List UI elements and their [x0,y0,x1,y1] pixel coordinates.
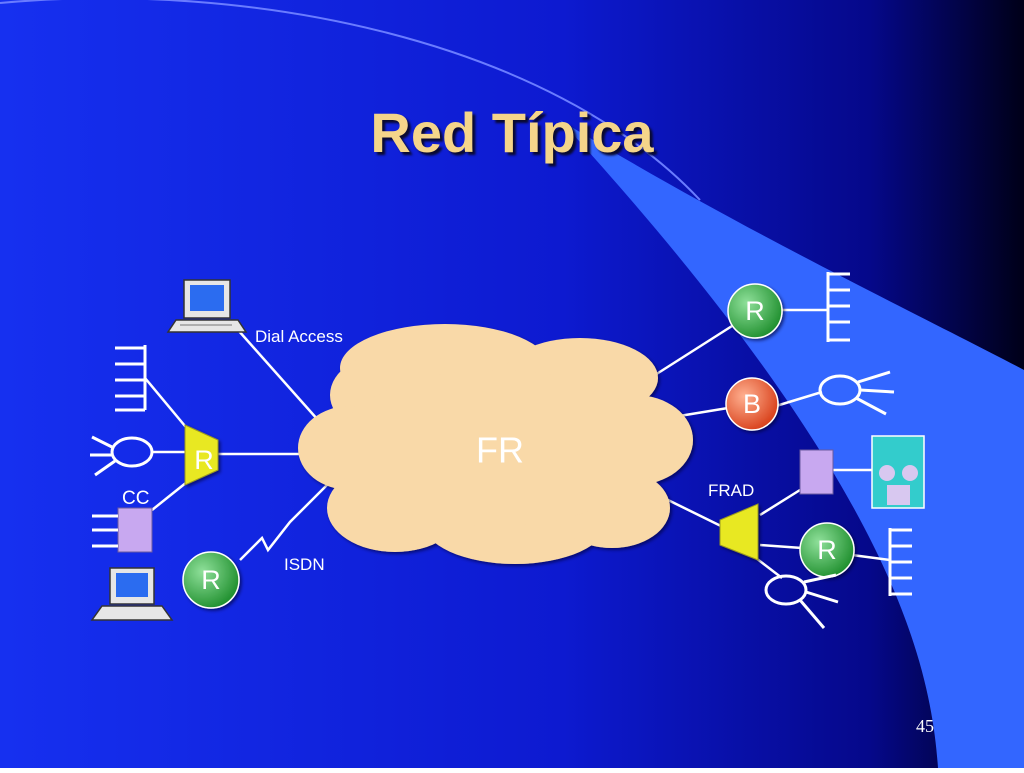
background-arc [0,0,701,201]
link-cloud-router-top-right [654,324,733,377]
dial-access-label: Dial Access [255,327,343,346]
cc-device-icon [117,507,153,553]
link-isdn [239,481,331,561]
link-frad-router [759,543,803,550]
lan-bus-icon [115,345,147,412]
page-number: 45 [916,716,934,736]
router-left-label: R [194,445,214,475]
token-ring-icon [764,573,839,629]
computer-icon [166,279,248,333]
link-bridge-ring [775,390,823,408]
cc-port-lines [92,514,118,548]
cloud-label: FR [476,430,524,471]
token-ring-icon [818,370,895,416]
isdn-label: ISDN [284,555,325,574]
router-top-right-label: R [745,296,765,326]
bridge-right-label: B [743,389,761,419]
router-bottom-left-label: R [201,565,221,595]
link-router-bottom-right-lan [851,553,891,562]
background-swoosh [560,120,1024,768]
slide-title: Red Típica [370,101,654,164]
token-ring-icon [90,435,154,477]
router-left [184,424,219,486]
terminal-icon [871,435,925,509]
lan-bus-icon [888,528,912,596]
device-icon [799,449,834,495]
cc-label: CC [122,488,149,509]
link-cloud-frad [667,498,726,530]
bridge-right [725,377,779,431]
router-top-right [727,283,783,339]
lan-bus-icon [826,272,850,342]
frad-label: FRAD [708,481,754,500]
frame-relay-cloud [298,324,693,564]
router-bottom-right-label: R [817,535,837,565]
link-dial-access [237,329,319,421]
frad-device [719,503,759,561]
router-bottom-left [182,551,240,609]
computer-icon [90,567,174,621]
link-frad-device [759,488,801,517]
